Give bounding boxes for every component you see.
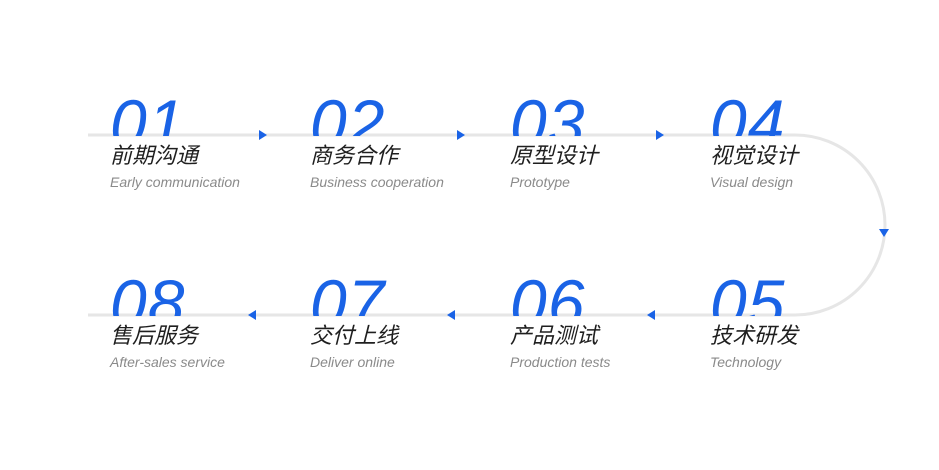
step-number: 06 (510, 272, 586, 316)
step-subtitle: Technology (710, 354, 782, 370)
arrow-left-icon (647, 310, 655, 320)
step-subtitle: Deliver online (310, 354, 395, 370)
step-title: 技术研发 (710, 324, 799, 349)
arrow-right-icon (457, 130, 465, 140)
step-subtitle: Production tests (510, 354, 611, 370)
step-number: 03 (510, 92, 586, 136)
step-number: 04 (710, 92, 786, 136)
step-title: 产品测试 (510, 324, 599, 349)
step-number: 02 (310, 92, 386, 136)
step-number: 05 (710, 272, 786, 316)
step-title: 原型设计 (510, 144, 599, 169)
step-title: 前期沟通 (110, 144, 199, 169)
arrow-down-icon (879, 229, 889, 237)
step-number: 08 (110, 272, 186, 316)
step-subtitle: Visual design (710, 174, 794, 190)
step-08: 08 售后服务 After-sales service (110, 272, 300, 382)
step-07: 07 交付上线 Deliver online (310, 272, 500, 382)
track-curve (794, 133, 887, 317)
arrow-left-icon (447, 310, 455, 320)
step-number: 07 (310, 272, 386, 316)
step-05: 05 技术研发 Technology (710, 272, 900, 382)
step-02: 02 商务合作 Business cooperation (310, 92, 500, 202)
step-subtitle: Prototype (510, 174, 570, 190)
step-06: 06 产品测试 Production tests (510, 272, 700, 382)
step-title: 商务合作 (310, 144, 399, 169)
step-number: 01 (110, 92, 186, 136)
arrow-right-icon (259, 130, 267, 140)
step-title: 交付上线 (310, 324, 399, 349)
step-subtitle: After-sales service (110, 354, 225, 370)
step-title: 视觉设计 (710, 144, 799, 169)
step-01: 01 前期沟通 Early communication (110, 92, 300, 202)
arrow-right-icon (656, 130, 664, 140)
step-subtitle: Early communication (110, 174, 240, 190)
step-subtitle: Business cooperation (310, 174, 444, 190)
step-title: 售后服务 (110, 324, 199, 349)
step-04: 04 视觉设计 Visual design (710, 92, 900, 202)
arrow-left-icon (248, 310, 256, 320)
step-03: 03 原型设计 Prototype (510, 92, 700, 202)
